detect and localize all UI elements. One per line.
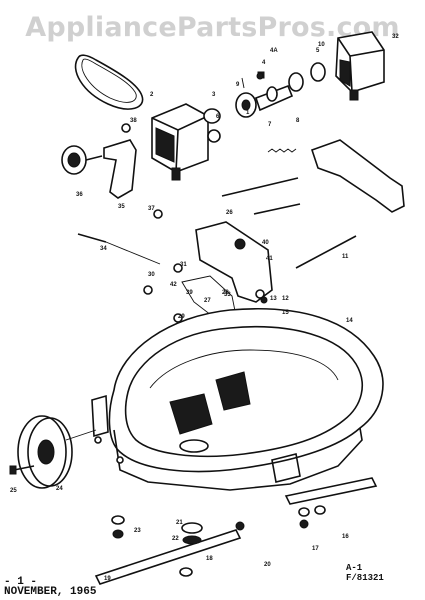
callout-1: 1 <box>246 110 250 116</box>
wheel <box>9 415 97 489</box>
callout-33: 33 <box>224 292 231 298</box>
callout-24: 24 <box>56 486 63 492</box>
callout-26: 26 <box>226 210 233 216</box>
callout-13: 13 <box>270 296 277 302</box>
coupling-shaft-group <box>235 62 326 118</box>
callout-9: 9 <box>236 82 240 88</box>
callout-6: 6 <box>216 114 220 120</box>
callout-22: 22 <box>172 536 179 542</box>
callout-38: 38 <box>130 118 137 124</box>
callout-30: 30 <box>148 272 155 278</box>
callout-12: 12 <box>282 296 289 302</box>
rods-and-springs <box>77 148 357 269</box>
callout-25: 25 <box>10 488 17 494</box>
callout-16: 16 <box>342 534 349 540</box>
left-bracket <box>103 139 137 199</box>
callout-19: 19 <box>104 576 111 582</box>
callout-42: 42 <box>170 282 177 288</box>
callout-14: 14 <box>346 318 353 324</box>
callout-2: 2 <box>150 92 154 98</box>
figure-number: F/81321 <box>346 573 384 583</box>
drive-belt <box>74 54 144 110</box>
callout-32: 32 <box>392 34 399 40</box>
callout-37: 37 <box>148 206 155 212</box>
right-bracket <box>310 139 405 213</box>
callout-18: 18 <box>206 556 213 562</box>
callout-5: 5 <box>316 48 320 54</box>
callout-4a: 4A <box>270 48 278 54</box>
callout-8: 8 <box>296 118 300 124</box>
center-motor <box>151 103 221 181</box>
callout-28: 28 <box>222 290 229 296</box>
left-pulley <box>61 145 103 175</box>
callout-10: 10 <box>318 42 325 48</box>
callout-29: 29 <box>178 314 185 320</box>
callout-17: 17 <box>312 546 319 552</box>
callout-21: 21 <box>176 520 183 526</box>
sheet-id: A-1 <box>346 563 363 573</box>
callout-11: 11 <box>342 254 349 260</box>
page-number: - 1 - <box>4 576 38 588</box>
callout-3: 3 <box>212 92 216 98</box>
mower-deck <box>108 307 384 491</box>
callout-31: 31 <box>180 262 187 268</box>
callout-36: 36 <box>76 192 83 198</box>
deck-side-brackets <box>91 394 301 483</box>
callout-7: 7 <box>268 122 272 128</box>
top-right-gearbox <box>335 31 385 101</box>
small-hardware <box>94 72 268 464</box>
callout-39: 39 <box>186 290 193 296</box>
callout-23: 23 <box>134 528 141 534</box>
callout-27: 27 <box>204 298 211 304</box>
callout-4: 4 <box>262 60 266 66</box>
cutting-blades <box>94 477 378 585</box>
callout-15: 15 <box>282 310 289 316</box>
callout-20: 20 <box>264 562 271 568</box>
callout-34: 34 <box>100 246 107 252</box>
callout-40: 40 <box>262 240 269 246</box>
center-linkage-bracket <box>181 221 273 323</box>
callout-35: 35 <box>118 204 125 210</box>
publication-date: NOVEMBER, 1965 <box>4 586 97 598</box>
callout-41: 41 <box>266 256 273 262</box>
